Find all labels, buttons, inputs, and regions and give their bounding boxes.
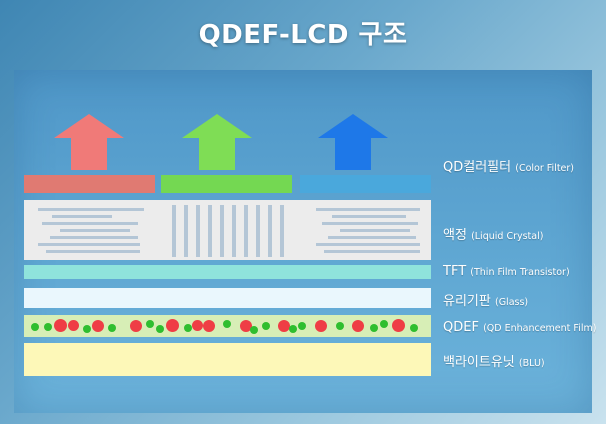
lc-molecule xyxy=(52,215,112,218)
label-sub: (Color Filter) xyxy=(515,163,574,174)
quantum-dot-green xyxy=(380,320,388,328)
lc-molecule xyxy=(184,205,188,257)
lc-molecule xyxy=(332,215,406,218)
label-main: QDEF xyxy=(443,320,479,335)
label-sub: (Thin Film Transistor) xyxy=(470,267,570,278)
lc-molecule xyxy=(316,208,420,211)
up-arrow-icon xyxy=(54,114,124,170)
quantum-dot-red xyxy=(278,320,290,332)
quantum-dot-red xyxy=(192,320,203,331)
label-main: 유리기판 xyxy=(443,294,491,309)
quantum-dot-green xyxy=(289,325,297,333)
label-qdef: QDEF (QD Enhancement Film) xyxy=(443,320,596,335)
quantum-dot-green xyxy=(262,322,270,330)
lc-molecule xyxy=(316,243,420,246)
lc-molecule xyxy=(172,205,176,257)
label-tft: TFT (Thin Film Transistor) xyxy=(443,264,570,279)
quantum-dot-green xyxy=(31,323,39,331)
lc-molecule xyxy=(280,205,284,257)
label-liquid-crystal: 액정 (Liquid Crystal) xyxy=(443,224,543,243)
lc-molecule xyxy=(38,243,140,246)
label-main: QD컬러필터 xyxy=(443,160,512,175)
lc-molecule xyxy=(232,205,236,257)
quantum-dot-green xyxy=(336,322,344,330)
lc-molecule xyxy=(38,208,144,211)
lc-molecule xyxy=(328,236,416,239)
label-glass: 유리기판 (Glass) xyxy=(443,290,528,309)
color-filter-red xyxy=(24,175,155,193)
quantum-dot-red xyxy=(68,320,79,331)
quantum-dot-green xyxy=(83,325,91,333)
quantum-dot-red xyxy=(166,319,179,332)
label-sub: (Glass) xyxy=(494,297,529,308)
label-main: 액정 xyxy=(443,228,467,243)
up-arrow-icon xyxy=(182,114,252,170)
lc-molecule xyxy=(256,205,260,257)
lc-molecule xyxy=(46,250,140,253)
label-main: TFT xyxy=(443,264,467,279)
label-blu: 백라이트유닛 (BLU) xyxy=(443,351,545,370)
quantum-dot-green xyxy=(410,324,418,332)
color-filter-blue xyxy=(300,175,431,193)
lc-molecule xyxy=(208,205,212,257)
quantum-dot-red xyxy=(315,320,327,332)
backlight-unit-layer xyxy=(24,343,431,376)
up-arrow-icon xyxy=(318,114,388,170)
lc-molecule xyxy=(196,205,200,257)
lc-molecule xyxy=(322,222,418,225)
quantum-dot-green xyxy=(184,324,192,332)
lc-molecule xyxy=(60,229,130,232)
quantum-dot-green xyxy=(223,320,231,328)
page-title: QDEF-LCD 구조 xyxy=(198,20,408,50)
lc-molecule xyxy=(324,250,420,253)
lc-molecule xyxy=(42,222,138,225)
quantum-dot-green xyxy=(298,322,306,330)
label-sub: (Liquid Crystal) xyxy=(471,231,544,242)
quantum-dot-red xyxy=(203,320,215,332)
label-main: 백라이트유닛 xyxy=(443,355,515,370)
quantum-dot-green xyxy=(108,324,116,332)
lc-molecule xyxy=(50,236,138,239)
quantum-dot-green xyxy=(44,323,52,331)
quantum-dot-red xyxy=(54,319,67,332)
tft-layer xyxy=(24,265,431,279)
label-color-filter: QD컬러필터 (Color Filter) xyxy=(443,156,574,175)
lc-molecule xyxy=(268,205,272,257)
quantum-dot-green xyxy=(146,320,154,328)
quantum-dot-red xyxy=(92,320,104,332)
quantum-dot-red xyxy=(240,320,252,332)
quantum-dot-red xyxy=(352,320,364,332)
lc-molecule xyxy=(244,205,248,257)
quantum-dot-green xyxy=(250,326,258,334)
color-filter-green xyxy=(161,175,292,193)
lc-molecule xyxy=(220,205,224,257)
quantum-dot-green xyxy=(156,325,164,333)
quantum-dot-red xyxy=(130,320,142,332)
quantum-dot-red xyxy=(392,319,405,332)
glass-layer xyxy=(24,288,431,308)
lc-molecule xyxy=(340,229,410,232)
label-sub: (BLU) xyxy=(518,358,545,369)
label-sub: (QD Enhancement Film) xyxy=(483,323,597,334)
quantum-dot-green xyxy=(370,324,378,332)
